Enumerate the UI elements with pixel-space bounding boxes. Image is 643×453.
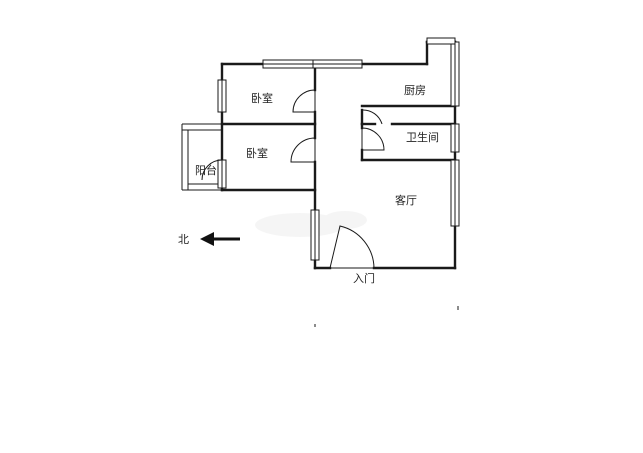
room-label-bedroom-north: 卧室 bbox=[251, 91, 273, 105]
room-label-living-room: 客厅 bbox=[395, 193, 417, 207]
door-entrance bbox=[329, 225, 375, 269]
entrance-label: 入门 bbox=[353, 271, 375, 285]
window-kitchen-top bbox=[426, 37, 456, 45]
north-arrowhead-icon bbox=[200, 232, 214, 246]
door-south-bedroom bbox=[290, 137, 316, 163]
door-balcony bbox=[201, 159, 223, 181]
watermark-smudge bbox=[255, 211, 367, 237]
room-label-bedroom-south: 卧室 bbox=[246, 146, 268, 160]
door-kitchen bbox=[361, 109, 383, 125]
balcony bbox=[181, 123, 227, 191]
doors bbox=[201, 89, 385, 269]
door-bathroom bbox=[361, 127, 385, 151]
room-label-balcony: 阳台 bbox=[195, 163, 217, 177]
door-north-bedroom bbox=[292, 89, 316, 113]
walls bbox=[220, 40, 457, 270]
compass: 北 bbox=[178, 232, 240, 246]
room-label-bathroom: 卫生间 bbox=[406, 130, 439, 144]
compass-label: 北 bbox=[178, 233, 189, 246]
windows bbox=[217, 37, 460, 261]
room-label-kitchen: 厨房 bbox=[404, 84, 426, 97]
